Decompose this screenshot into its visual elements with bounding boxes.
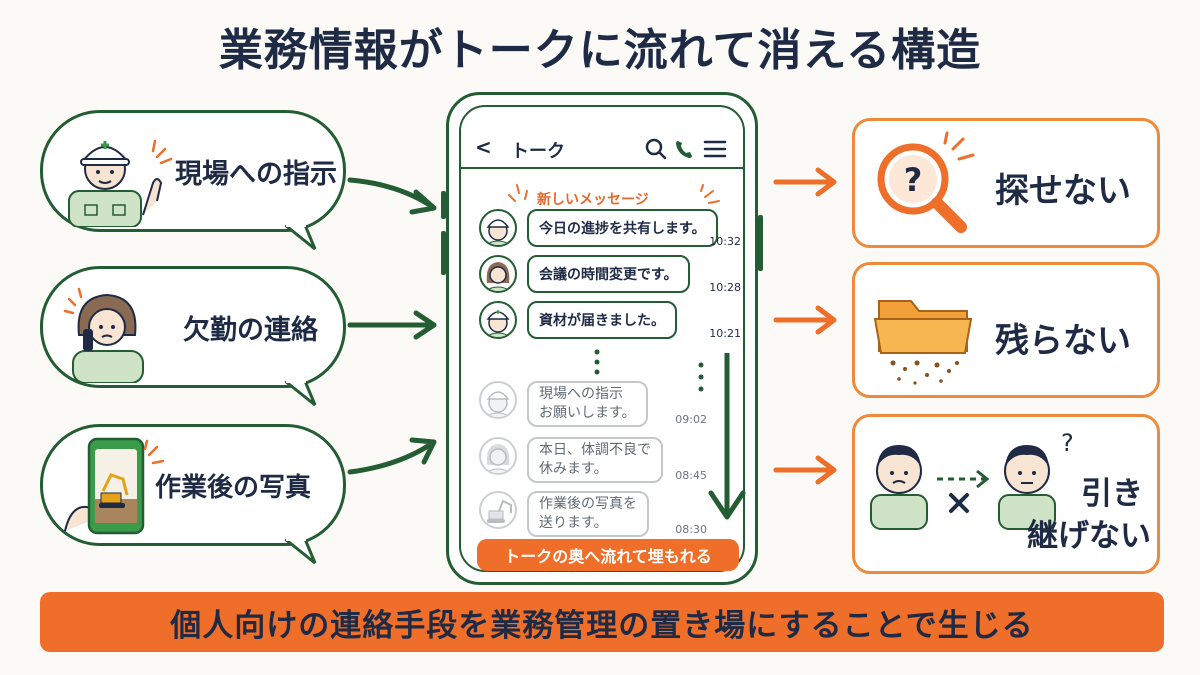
old-message-line: 休みます。 (539, 461, 608, 477)
input-label-instruction: 現場への指示 (175, 158, 337, 190)
construction-worker-icon (68, 139, 173, 227)
old-message-bubble: 本日、体調不良で休みます。 (527, 437, 663, 483)
buried-label: トークの奥へ流れて埋もれる (477, 539, 739, 571)
message-time: 08:45 (675, 469, 707, 482)
message-row[interactable]: 資材が届きました。 10:21 (479, 301, 751, 345)
phone-screen: < トーク 新しいメ (459, 105, 746, 572)
message-bubble: 資材が届きました。 (527, 301, 677, 339)
flow-down-arrow (698, 353, 746, 520)
input-label-photo: 作業後の写真 (155, 472, 312, 503)
message-row[interactable]: 今日の進捗を共有します。 10:32 (479, 209, 751, 253)
worker-helmet-icon (479, 301, 517, 339)
svg-text:?: ? (904, 161, 923, 199)
old-message-row[interactable]: 作業後の写真を送ります。 08:30 (479, 491, 751, 537)
phone-icon[interactable] (676, 141, 692, 158)
outcome-card-unsearchable: ? 探せない (852, 118, 1160, 248)
header-icons (645, 137, 731, 165)
old-message-bubble: 現場への指示お願いします。 (527, 381, 648, 427)
arrow-absence-to-phone (347, 310, 437, 340)
ellipsis-dots (594, 349, 600, 375)
woman-on-phone-icon (63, 287, 144, 383)
bubble-tail (285, 381, 317, 407)
outcome-label-unsearchable: 探せない (995, 171, 1131, 211)
menu-icon[interactable] (703, 140, 727, 158)
outcome-card-not-kept: 残らない (852, 262, 1160, 398)
smartphone-frame: < トーク 新しいメ (441, 92, 763, 585)
input-bubble-instruction: 現場への指示 (40, 110, 346, 251)
old-message-line: お願いします。 (539, 405, 636, 421)
message-time: 10:21 (709, 327, 741, 340)
phone-side-button (758, 215, 763, 271)
message-bubble: 会議の時間変更です。 (527, 255, 690, 293)
bubble-tail (285, 539, 317, 565)
arrow-photo-to-phone (347, 437, 437, 475)
bottom-banner: 個人向けの連絡手段を業務管理の置き場にすることで生じる (40, 592, 1164, 652)
input-bubble-absence: 欠勤の連絡 (40, 266, 346, 407)
arrow-to-no-handover (773, 455, 837, 485)
chat-header: < トーク (461, 133, 743, 169)
old-message-line: 本日、体調不良で (539, 442, 651, 458)
phone-side-button (441, 231, 446, 275)
old-message-bubble: 作業後の写真を送ります。 (527, 491, 649, 537)
arrow-to-not-kept (773, 305, 837, 335)
input-label-absence: 欠勤の連絡 (183, 314, 318, 346)
phone-excavator-photo-icon (64, 437, 165, 535)
excavator-icon (479, 491, 517, 529)
crumbling-folder-icon (873, 300, 973, 385)
old-message-line: 送ります。 (539, 515, 608, 531)
message-time: 10:32 (709, 235, 741, 248)
arrow-to-unsearchable (773, 167, 837, 197)
handover-failed-icon: ? (870, 429, 1074, 530)
outcome-card-no-handover: ? 引き 継げない (852, 414, 1160, 574)
worker-helmet-icon (479, 381, 517, 419)
bubble-tail (285, 225, 317, 251)
woman-icon (479, 437, 517, 475)
main-title: 業務情報がトークに流れて消える構造 (218, 25, 982, 76)
outcome-label-line: 継げない (1027, 518, 1151, 554)
chat-title: トーク (511, 141, 565, 162)
message-time: 08:30 (675, 523, 707, 536)
woman-icon (479, 255, 517, 293)
back-button[interactable]: < (475, 135, 492, 159)
outcome-label-line: 引き (1081, 476, 1143, 512)
message-time: 09:02 (675, 413, 707, 426)
outcome-label-no-handover: 引き 継げない (1027, 473, 1151, 557)
svg-text:?: ? (1061, 429, 1074, 457)
message-row[interactable]: 会議の時間変更です。 10:28 (479, 255, 751, 299)
new-message-sparkles (508, 184, 720, 204)
message-bubble: 今日の進捗を共有します。 (527, 209, 718, 247)
old-message-line: 作業後の写真を (539, 496, 637, 512)
outcome-label-not-kept: 残らない (995, 321, 1131, 361)
old-message-row[interactable]: 現場への指示お願いします。 09:02 (479, 381, 751, 427)
phone-side-button (441, 191, 446, 219)
arrow-instruction-to-phone (347, 177, 437, 215)
magnifier-question-icon: ? (877, 131, 975, 233)
search-icon[interactable] (645, 138, 667, 160)
old-message-row[interactable]: 本日、体調不良で休みます。 08:45 (479, 437, 751, 483)
worker-helmet-icon (479, 209, 517, 247)
message-time: 10:28 (709, 281, 741, 294)
new-message-label: 新しいメッセージ (537, 192, 649, 208)
old-message-line: 現場への指示 (539, 386, 623, 402)
input-bubble-photo: 作業後の写真 (40, 424, 346, 565)
